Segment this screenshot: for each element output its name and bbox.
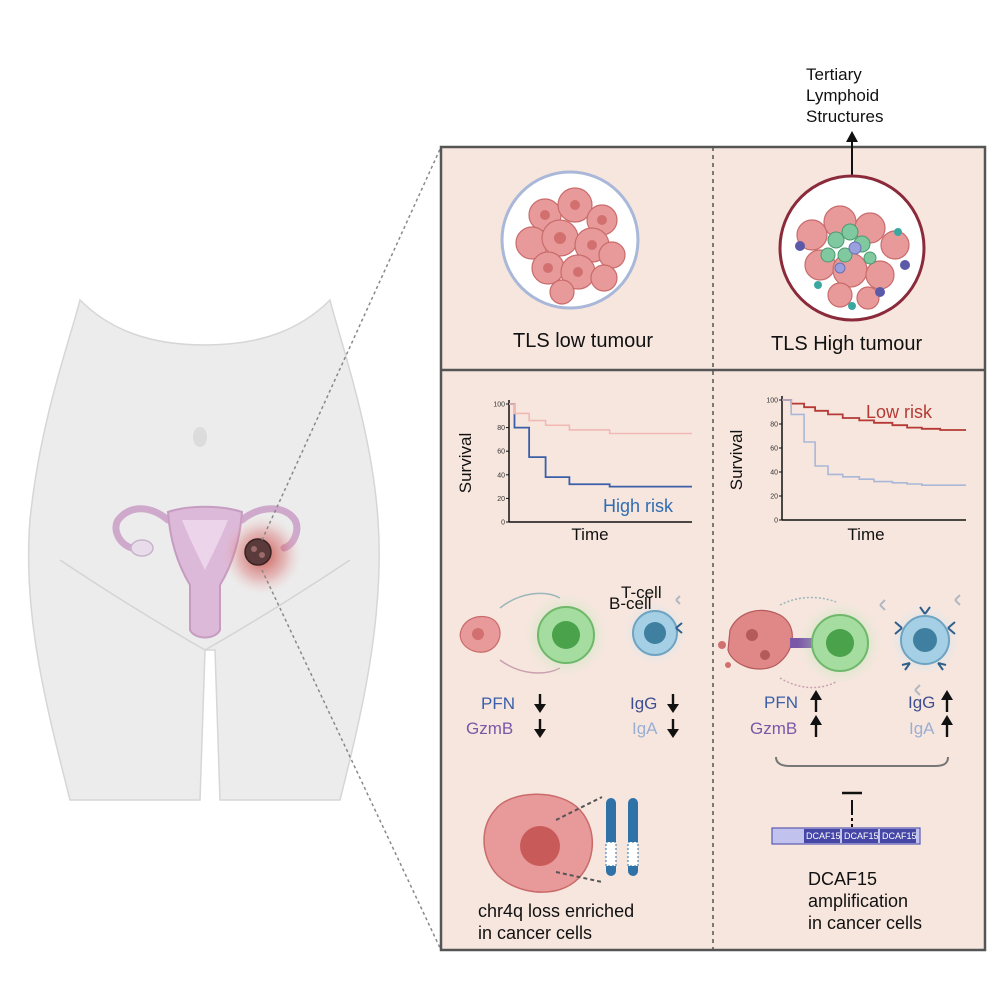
gene-segment-1: DCAF15 (806, 831, 841, 841)
y-tick-label: 100 (766, 398, 778, 405)
marker-arrows-high (810, 690, 953, 737)
survival-curve (782, 399, 966, 431)
risk-annotation: Low risk (866, 402, 933, 422)
tls-high-label: TLS High tumour (771, 333, 923, 355)
x-axis-label: Time (847, 525, 884, 544)
chr4q-caption-line1: chr4q loss enriched (478, 901, 635, 921)
survival-curve (509, 403, 692, 435)
zoom-lines (261, 146, 442, 951)
dcaf15-caption-line3: in cancer cells (808, 913, 923, 933)
y-tick-label: 20 (770, 494, 778, 501)
tls-low-label: TLS low tumour (513, 330, 654, 352)
tls-heading-line3: Structures (806, 107, 884, 126)
inhibition-bracket (775, 756, 949, 832)
bcell-label: B-cell (609, 594, 652, 613)
iga-low-label: IgA (632, 719, 658, 738)
dcaf15-caption-line1: DCAF15 (808, 869, 878, 889)
iga-high-label: IgA (909, 719, 935, 738)
ovary-icon (130, 539, 154, 557)
tcell-interaction-high (718, 596, 882, 689)
y-tick-label: 80 (497, 425, 505, 432)
tcell-label: T-cell (621, 583, 662, 602)
lysed-cancer-cell-icon (727, 609, 793, 670)
gzmb-up-arrow-icon (810, 715, 822, 737)
dcaf15-caption: DCAF15 amplification in cancer cells (808, 868, 922, 934)
y-tick-label: 60 (770, 446, 778, 453)
chr4q-illustration (483, 793, 639, 893)
survival-curve (509, 403, 692, 488)
marker-arrows-low (534, 694, 679, 738)
gene-segment-3: DCAF15 (882, 831, 917, 841)
igg-low-label: IgG (630, 694, 658, 713)
iga-down-arrow-icon (667, 719, 679, 738)
y-tick-label: 100 (493, 402, 505, 409)
y-tick-label: 0 (501, 520, 505, 527)
antibody-icon (675, 622, 683, 634)
gene-segment-2: DCAF15 (844, 831, 879, 841)
x-axis-label: Time (571, 525, 608, 544)
tumour-icon (244, 538, 272, 566)
y-tick-label: 40 (770, 470, 778, 477)
chr4q-caption-line2: in cancer cells (478, 923, 593, 943)
pfn-low-label: PFN (481, 694, 515, 713)
bcell-high (879, 594, 961, 696)
y-tick-label: 60 (497, 449, 505, 456)
dcaf15-caption-line2: amplification (808, 891, 909, 911)
igg-down-arrow-icon (667, 694, 679, 713)
pfn-down-arrow-icon (534, 694, 546, 713)
y-tick-label: 40 (497, 472, 505, 479)
y-axis-label: Survival (727, 430, 746, 490)
antibody-icon (894, 606, 956, 671)
y-tick-label: 0 (774, 518, 778, 525)
risk-annotation: High risk (603, 496, 674, 516)
tls-heading-line1: Tertiary (806, 65, 862, 84)
gzmb-down-arrow-icon (534, 719, 546, 738)
chromosome-icon (605, 798, 639, 876)
iga-up-arrow-icon (941, 715, 953, 737)
uterus-illustration (112, 505, 302, 639)
tls-low-tumour-illustration (500, 170, 640, 310)
survival-curve (782, 399, 966, 486)
dcaf15-gene-bar (771, 827, 921, 845)
igg-high-label: IgG (908, 693, 936, 712)
tcell-interaction-low (459, 592, 608, 677)
tls-heading-line2: Lymphoid (806, 86, 880, 105)
y-axis-label: Survival (456, 433, 475, 493)
gzmb-low-label: GzmB (466, 719, 514, 738)
bcell-low (623, 595, 687, 665)
y-tick-label: 20 (497, 496, 505, 503)
gzmb-high-label: GzmB (750, 719, 798, 738)
tls-high-tumour-illustration (778, 174, 926, 322)
pfn-up-arrow-icon (810, 690, 822, 712)
chr4q-caption: chr4q loss enriched in cancer cells (478, 900, 634, 944)
tls-heading: Tertiary Lymphoid Structures (806, 64, 883, 127)
igg-up-arrow-icon (941, 690, 953, 712)
y-tick-label: 80 (770, 422, 778, 429)
pfn-high-label: PFN (764, 693, 798, 712)
